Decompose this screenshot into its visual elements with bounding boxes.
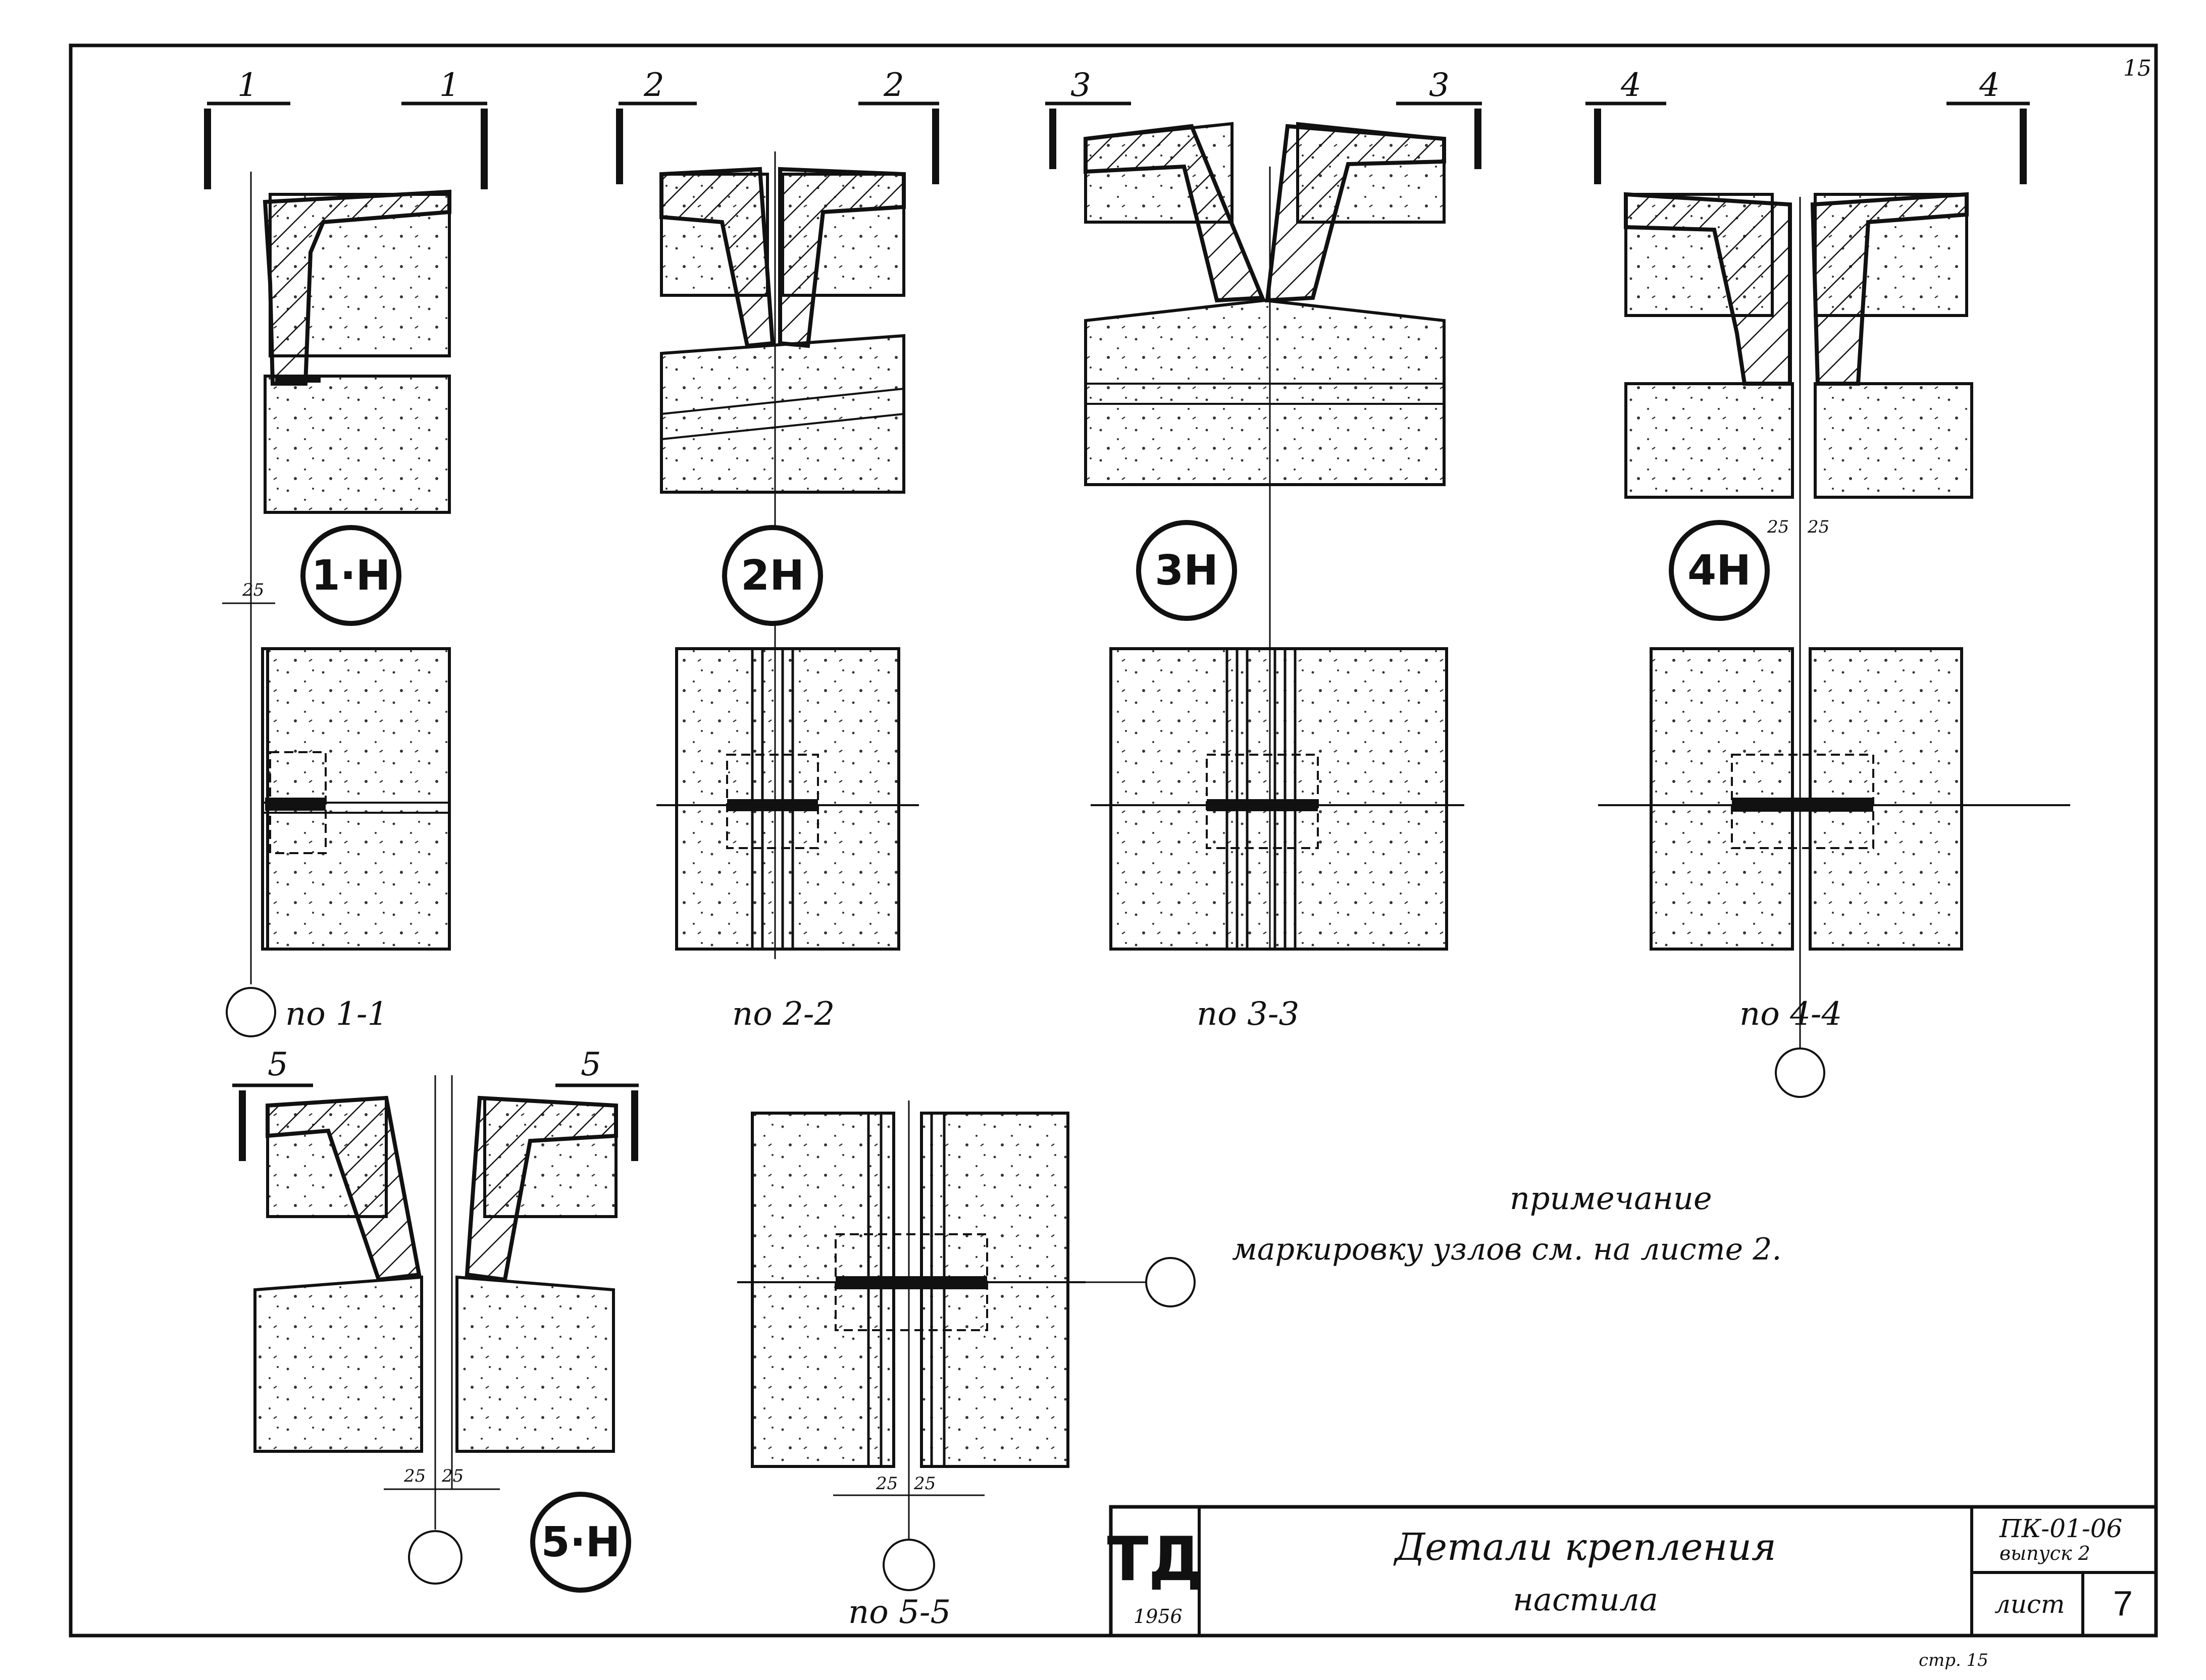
section-marker-left bbox=[239, 1090, 246, 1161]
title-line2: настила bbox=[1513, 1581, 1658, 1618]
plan-caption: по 5-5 bbox=[848, 1594, 951, 1631]
support-beam-left bbox=[1624, 382, 1794, 499]
plan-view bbox=[1109, 647, 1448, 951]
section-label-left: 4 bbox=[1620, 67, 1641, 104]
detail-2: 2 2 2Н по 2-2 bbox=[616, 67, 939, 1033]
node-badge-circle bbox=[530, 1492, 631, 1593]
node-badge-label: 2Н bbox=[741, 552, 804, 600]
node-badge-label: 3Н bbox=[1155, 547, 1218, 595]
axis-circle bbox=[1145, 1257, 1196, 1307]
plan-view bbox=[675, 647, 900, 951]
dim-label: 25 bbox=[876, 1474, 898, 1494]
axis-circle bbox=[1775, 1047, 1825, 1098]
detail-1: 1 1 1·Н 25 по 1-1 bbox=[204, 67, 488, 1037]
section-marker-right bbox=[631, 1090, 638, 1161]
axis-circle bbox=[408, 1530, 463, 1585]
section-marker-left bbox=[616, 109, 623, 184]
section-marker-left bbox=[204, 109, 211, 189]
section-label-right: 3 bbox=[1429, 67, 1450, 104]
title-line1: Детали крепления bbox=[1393, 1526, 1776, 1569]
section-label-left: 2 bbox=[643, 67, 664, 104]
section-label-right: 2 bbox=[883, 67, 904, 104]
weld bbox=[727, 799, 818, 811]
rib-left bbox=[1084, 124, 1265, 303]
plan-plate bbox=[726, 754, 819, 849]
weld bbox=[1732, 798, 1873, 812]
plan-caption: по 3-3 bbox=[1197, 995, 1299, 1033]
title-block: ТД 1956 Детали крепления настила ПК-01-0… bbox=[1107, 1505, 2158, 1670]
dim-label: 25 bbox=[1767, 517, 1789, 537]
axis-circle bbox=[883, 1539, 935, 1591]
support-beam-right bbox=[455, 1275, 615, 1453]
node-badge-circle bbox=[1669, 520, 1770, 621]
section-label-right: 5 bbox=[581, 1046, 601, 1083]
section-label-left: 3 bbox=[1070, 67, 1091, 104]
dim-label: 25 bbox=[1807, 517, 1829, 537]
dim-label: 25 bbox=[913, 1474, 936, 1494]
sheet-number: 7 bbox=[2113, 1584, 2133, 1623]
support-beam-right bbox=[1814, 382, 1973, 499]
section-label-left: 1 bbox=[237, 67, 258, 104]
plate bbox=[275, 375, 321, 383]
rib-hatched bbox=[263, 189, 451, 386]
node-badge-label: 1·Н bbox=[312, 552, 391, 600]
axis-circle bbox=[226, 987, 276, 1037]
section-marker-right bbox=[481, 109, 488, 189]
weld bbox=[1207, 799, 1318, 811]
dim-label: 25 bbox=[441, 1466, 464, 1486]
section-marker-right bbox=[932, 109, 939, 184]
support-beam-left bbox=[253, 1275, 423, 1453]
node-badge-label: 4Н bbox=[1687, 547, 1751, 595]
logo: ТД bbox=[1107, 1525, 1203, 1595]
section-marker-right bbox=[2020, 109, 2027, 184]
plan-caption: по 4-4 bbox=[1739, 995, 1842, 1033]
page-number: 15 bbox=[2123, 56, 2151, 81]
note-text: маркировку узлов см. на листе 2. bbox=[1232, 1232, 1781, 1267]
plan-caption: по 1-1 bbox=[285, 995, 388, 1033]
detail-3: 3 3 3Н по 3-3 bbox=[1045, 67, 1482, 1033]
node-badge-circle bbox=[722, 525, 823, 626]
section-label-left: 5 bbox=[268, 1046, 288, 1083]
note: примечание маркировку узлов см. на листе… bbox=[1232, 1180, 1781, 1267]
issue: выпуск 2 bbox=[1999, 1542, 2090, 1564]
sheet-label: лист bbox=[1994, 1590, 2065, 1619]
bottom-mark: стр. 15 bbox=[1919, 1650, 1988, 1670]
weld bbox=[265, 798, 326, 811]
detail-5: 5 5 25 25 5·Н 25 25 по 5-5 bbox=[232, 1046, 1196, 1631]
weld bbox=[836, 1276, 987, 1289]
support-beam bbox=[660, 334, 905, 494]
rib-left bbox=[1624, 192, 1792, 386]
section-label-right: 1 bbox=[439, 67, 460, 104]
section-marker-left bbox=[1594, 109, 1601, 184]
series: ПК-01-06 bbox=[1999, 1514, 2122, 1543]
plan-view-left bbox=[751, 1112, 895, 1468]
plan-view-right bbox=[920, 1112, 1069, 1468]
node-badge-circle bbox=[300, 525, 401, 626]
node-badge-circle bbox=[1136, 520, 1237, 621]
rib-right bbox=[465, 1095, 618, 1282]
support-beam bbox=[1084, 298, 1446, 486]
section-marker-left bbox=[1049, 109, 1056, 169]
section-label-right: 4 bbox=[1979, 67, 2000, 104]
detail-4: 4 4 25 25 4Н по 4-4 bbox=[1585, 67, 2070, 1098]
section-marker-right bbox=[1474, 109, 1481, 169]
support-beam bbox=[264, 375, 451, 514]
note-heading: примечание bbox=[1510, 1180, 1712, 1217]
dim-label: 25 bbox=[242, 580, 264, 600]
year: 1956 bbox=[1134, 1605, 1183, 1628]
plan-caption: по 2-2 bbox=[732, 995, 835, 1033]
node-badge-label: 5·Н bbox=[541, 1518, 621, 1566]
dim-label: 25 bbox=[403, 1466, 426, 1486]
